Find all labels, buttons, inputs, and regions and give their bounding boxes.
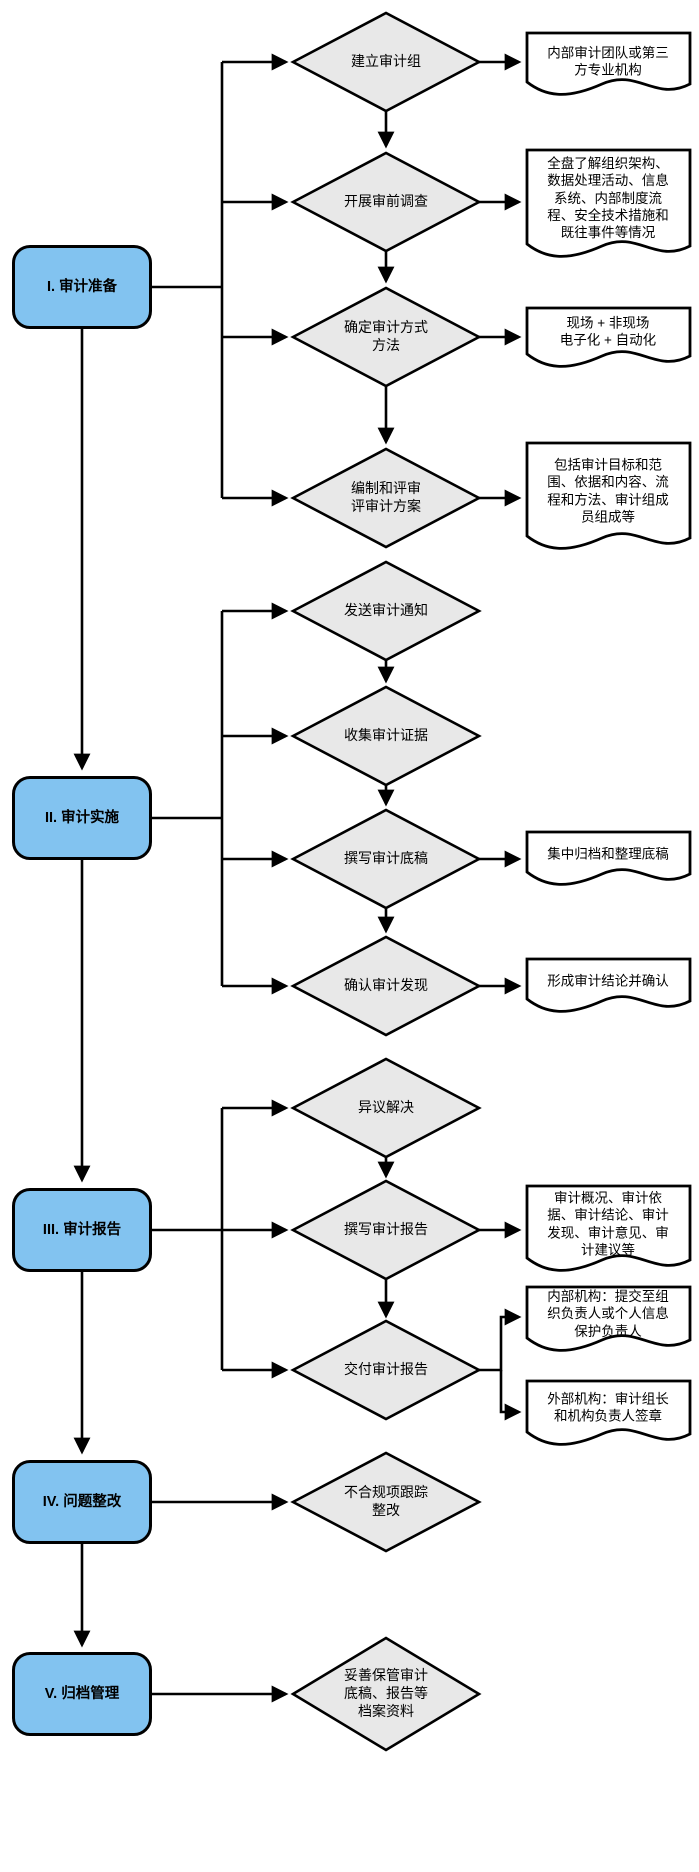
step-prepare-review-audit-plan <box>290 447 482 549</box>
phase-label: II. 审计实施 <box>44 809 120 826</box>
note-report-content-doc <box>525 1184 692 1272</box>
phase-label: IV. 问题整改 <box>42 1493 122 1510</box>
step-write-working-papers <box>290 808 482 910</box>
phase-audit-implementation: II. 审计实施 <box>12 776 152 860</box>
note-org-overview-doc <box>525 148 692 258</box>
step-dispute-resolution <box>290 1057 482 1159</box>
phase-audit-preparation: I. 审计准备 <box>12 245 152 329</box>
step-deliver-audit-report <box>290 1319 482 1421</box>
note-archive-papers-doc <box>525 830 692 886</box>
note-internal-org-submit-doc <box>525 1285 692 1352</box>
note-external-org-sign-doc <box>525 1379 692 1446</box>
step-confirm-audit-findings <box>290 935 482 1037</box>
step-establish-audit-team <box>290 11 482 113</box>
note-audit-conclusion-doc <box>525 957 692 1013</box>
phase-archive-management: V. 归档管理 <box>12 1652 152 1736</box>
note-internal-team-doc <box>525 31 692 96</box>
step-send-audit-notice <box>290 560 482 662</box>
phase-issue-rectification: IV. 问题整改 <box>12 1460 152 1544</box>
phase-label: III. 审计报告 <box>42 1221 122 1238</box>
step-pre-audit-survey <box>290 151 482 253</box>
step-diamonds <box>290 11 482 1752</box>
note-documents <box>525 31 692 1446</box>
arrow-step11-note9 <box>499 1370 522 1421</box>
arrow-step11-note8 <box>479 1308 522 1372</box>
note-onsite-offsite-doc <box>525 306 692 368</box>
step-archive-keeping <box>290 1636 482 1752</box>
phase-audit-reporting: III. 审计报告 <box>12 1188 152 1272</box>
phase-label: V. 归档管理 <box>44 1685 120 1702</box>
step-determine-audit-method <box>290 286 482 388</box>
phase-label: I. 审计准备 <box>46 278 118 295</box>
step-collect-audit-evidence <box>290 685 482 787</box>
note-audit-plan-content-doc <box>525 441 692 550</box>
step-write-audit-report <box>290 1179 482 1281</box>
connector-lines <box>73 53 522 1703</box>
step-noncompliance-tracking <box>290 1451 482 1553</box>
